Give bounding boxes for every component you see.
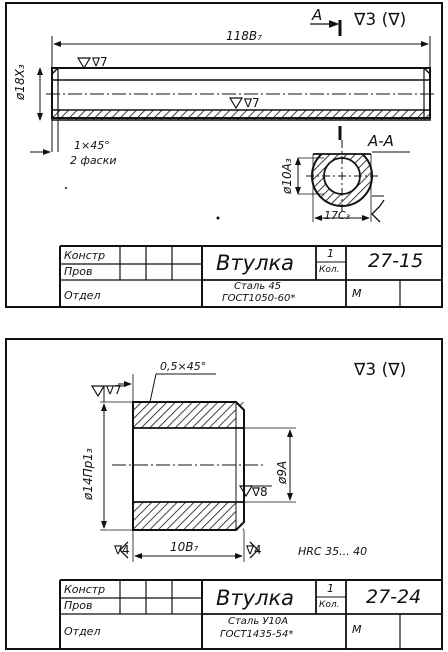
- drawing-no-1: 27-15: [368, 250, 424, 272]
- section-a-a: [295, 140, 410, 223]
- dim-length-2: 10В₇: [170, 540, 199, 554]
- scale-1: М: [352, 287, 362, 300]
- row-konstr-2: Констр: [64, 583, 106, 596]
- part-title-2: Втулка: [216, 586, 295, 610]
- shaft-view: [46, 67, 436, 121]
- finish-end-right-2: ∇4: [246, 543, 262, 557]
- finish-bore-2: ∇8: [252, 485, 268, 499]
- material-2: Сталь У10А: [228, 616, 289, 627]
- chamfer-size-1: 1×45°: [74, 139, 110, 152]
- finish-top-1: ∇7: [92, 55, 108, 69]
- chamfer-note-1: 2 фаски: [70, 154, 117, 167]
- dim-outer-2: ø14Пр1₃: [81, 448, 95, 500]
- row-konstr-1: Констр: [64, 249, 106, 262]
- drawing-sheet-1: [5, 2, 443, 308]
- chamfer-2: 0,5×45°: [160, 360, 207, 373]
- row-otdel-2: Отдел: [64, 625, 101, 638]
- standard-1: ГОСТ1050-60*: [222, 293, 296, 304]
- scale-2: М: [352, 623, 362, 636]
- section-mark-a: A: [312, 6, 323, 24]
- roughness-mark-2: ∇3 (∇): [354, 360, 407, 380]
- row-prov-2: Пров: [64, 599, 93, 612]
- title-block-2-lines: [59, 579, 443, 650]
- finish-end-left-2: ∇4: [114, 543, 130, 557]
- finish-axis-1: ∇7: [244, 96, 260, 110]
- bushing-view: [112, 401, 264, 531]
- section-label-aa: A-A: [368, 132, 394, 150]
- title-block-1-lines: [59, 245, 443, 308]
- row-prov-1: Пров: [64, 265, 93, 278]
- standard-2: ГОСТ1435-54*: [220, 629, 294, 640]
- row-otdel-1: Отдел: [64, 289, 101, 302]
- part-title-1: Втулка: [216, 251, 295, 275]
- roughness-mark-1: ∇3 (∇): [354, 10, 407, 30]
- qty-label-1: Кол.: [319, 265, 340, 275]
- dim-bore-2: ø9А: [275, 460, 289, 484]
- qty-label-2: Кол.: [319, 600, 340, 610]
- drawing-no-2: 27-24: [366, 586, 422, 608]
- dim-length-1: 118В₇: [226, 29, 262, 43]
- qty-value-2: 1: [327, 582, 334, 595]
- dim-width-1: 17С₃: [324, 209, 351, 222]
- material-1: Сталь 45: [234, 281, 282, 292]
- hardness-2: HRC 35... 40: [298, 545, 368, 558]
- qty-value-1: 1: [327, 247, 334, 260]
- finish-left-2: ∇7: [106, 383, 122, 397]
